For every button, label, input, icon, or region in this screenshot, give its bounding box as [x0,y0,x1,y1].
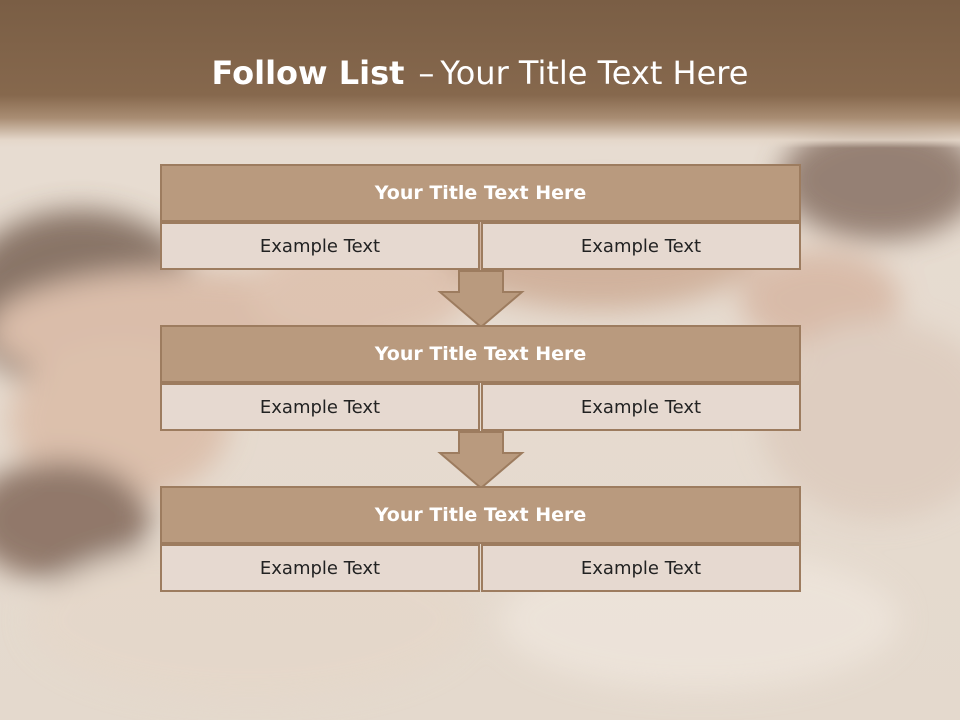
example-text-right: Example Text [481,383,801,431]
step-title: Your Title Text Here [160,486,801,544]
example-text-left: Example Text [160,383,480,431]
example-text-left: Example Text [160,222,480,270]
slide-title: Follow List–Your Title Text Here [0,54,960,92]
step-block-2: Your Title Text Here Example Text Exampl… [160,325,801,433]
header-band [0,0,960,148]
step-title: Your Title Text Here [160,164,801,222]
step-block-1: Your Title Text Here Example Text Exampl… [160,164,801,272]
step-title: Your Title Text Here [160,325,801,383]
step-block-3: Your Title Text Here Example Text Exampl… [160,486,801,592]
slide-title-dash: – [418,54,435,92]
slide-title-rest: Your Title Text Here [440,54,749,92]
slide-title-bold: Follow List [211,54,405,92]
example-text-right: Example Text [481,544,801,592]
down-arrow-icon [437,431,525,489]
step-cells: Example Text Example Text [160,544,801,592]
example-text-right: Example Text [481,222,801,270]
step-cells: Example Text Example Text [160,222,801,270]
down-arrow-icon [437,270,525,328]
step-cells: Example Text Example Text [160,383,801,431]
example-text-left: Example Text [160,544,480,592]
